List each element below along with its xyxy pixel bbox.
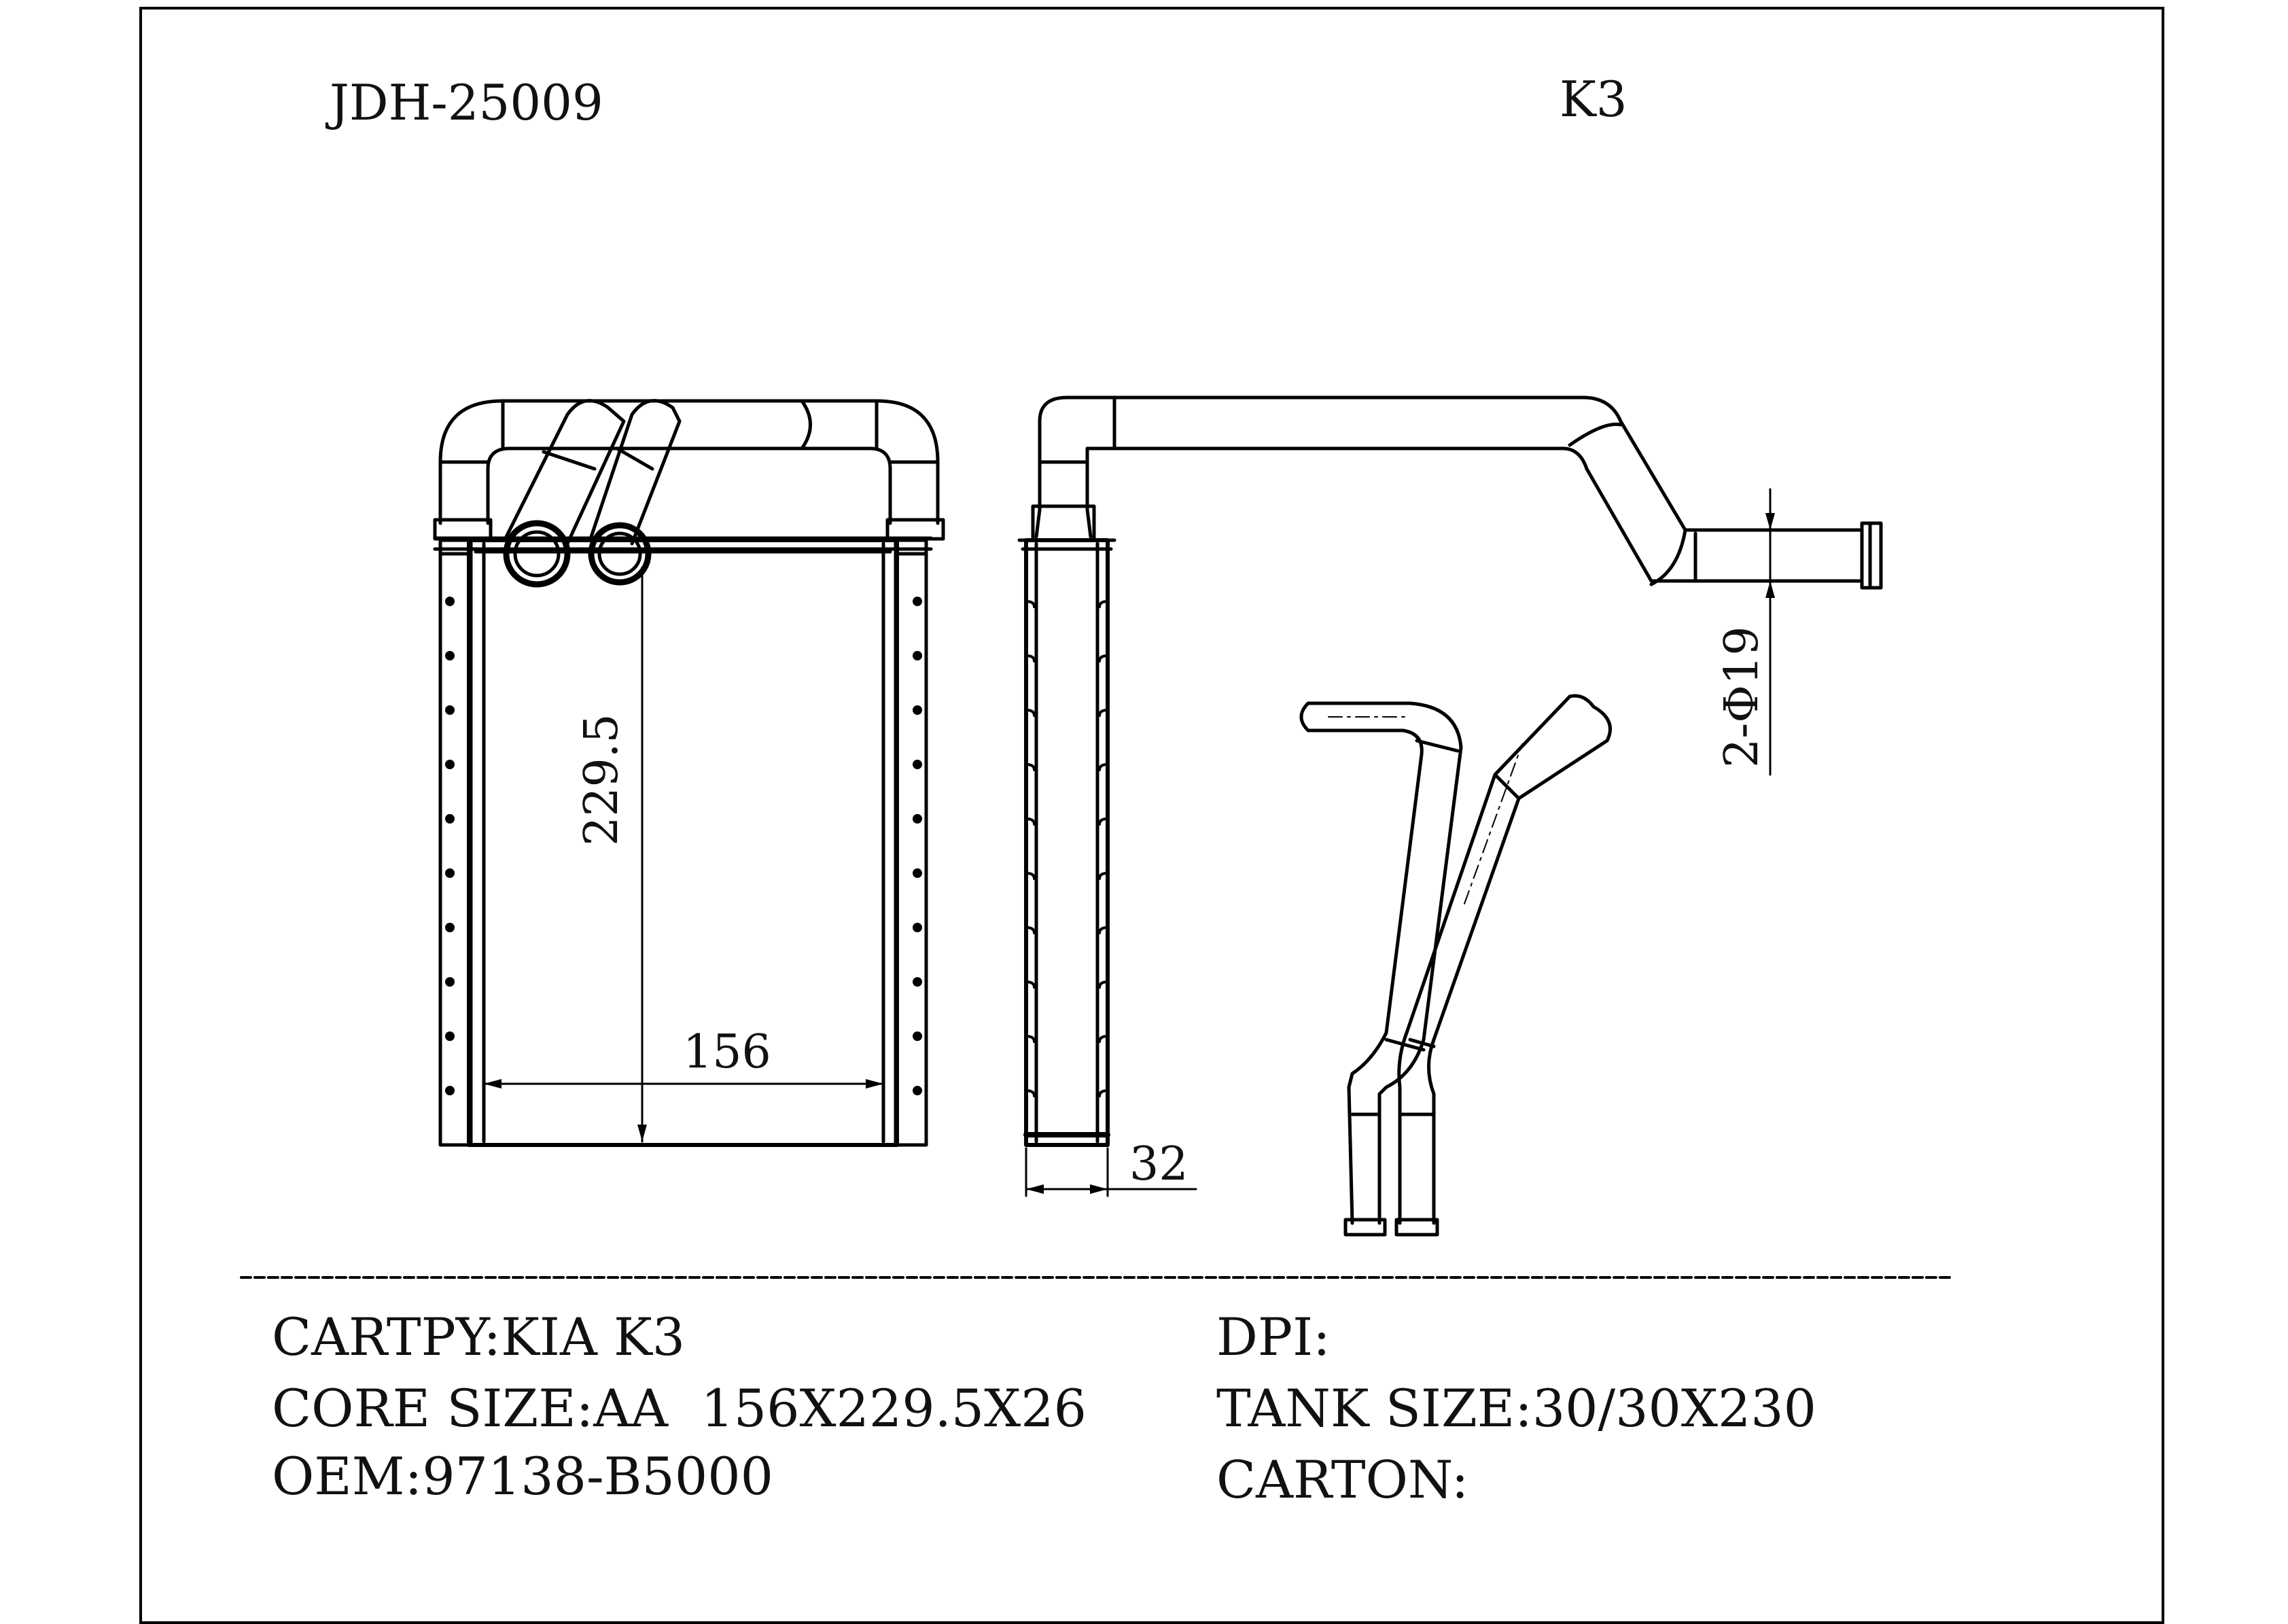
model-code: JDH-25009 <box>330 74 603 131</box>
depth-dimension: 32 <box>1129 1137 1189 1191</box>
drawing-frame <box>139 7 2164 1624</box>
spec-tank-size: TANK SIZE:30/30X230 <box>1216 1378 1817 1438</box>
pipe-dimension: 2-Φ19 <box>1715 626 1769 768</box>
height-dimension: 229.5 <box>575 713 629 846</box>
model-name: K3 <box>1560 71 1627 128</box>
spec-core-size: CORE SIZE:AA 156X229.5X26 <box>272 1378 1087 1438</box>
spec-carton: CARTON: <box>1216 1449 1469 1510</box>
side-view <box>1017 395 1883 1197</box>
pipe-detail-view <box>1299 694 1612 1237</box>
spec-cartpy: CARTPY:KIA K3 <box>272 1307 686 1367</box>
spec-oem: OEM:97138-B5000 <box>272 1446 773 1506</box>
width-dimension: 156 <box>683 1025 771 1079</box>
front-view <box>433 399 945 1147</box>
spec-dpi: DPI: <box>1216 1307 1331 1367</box>
